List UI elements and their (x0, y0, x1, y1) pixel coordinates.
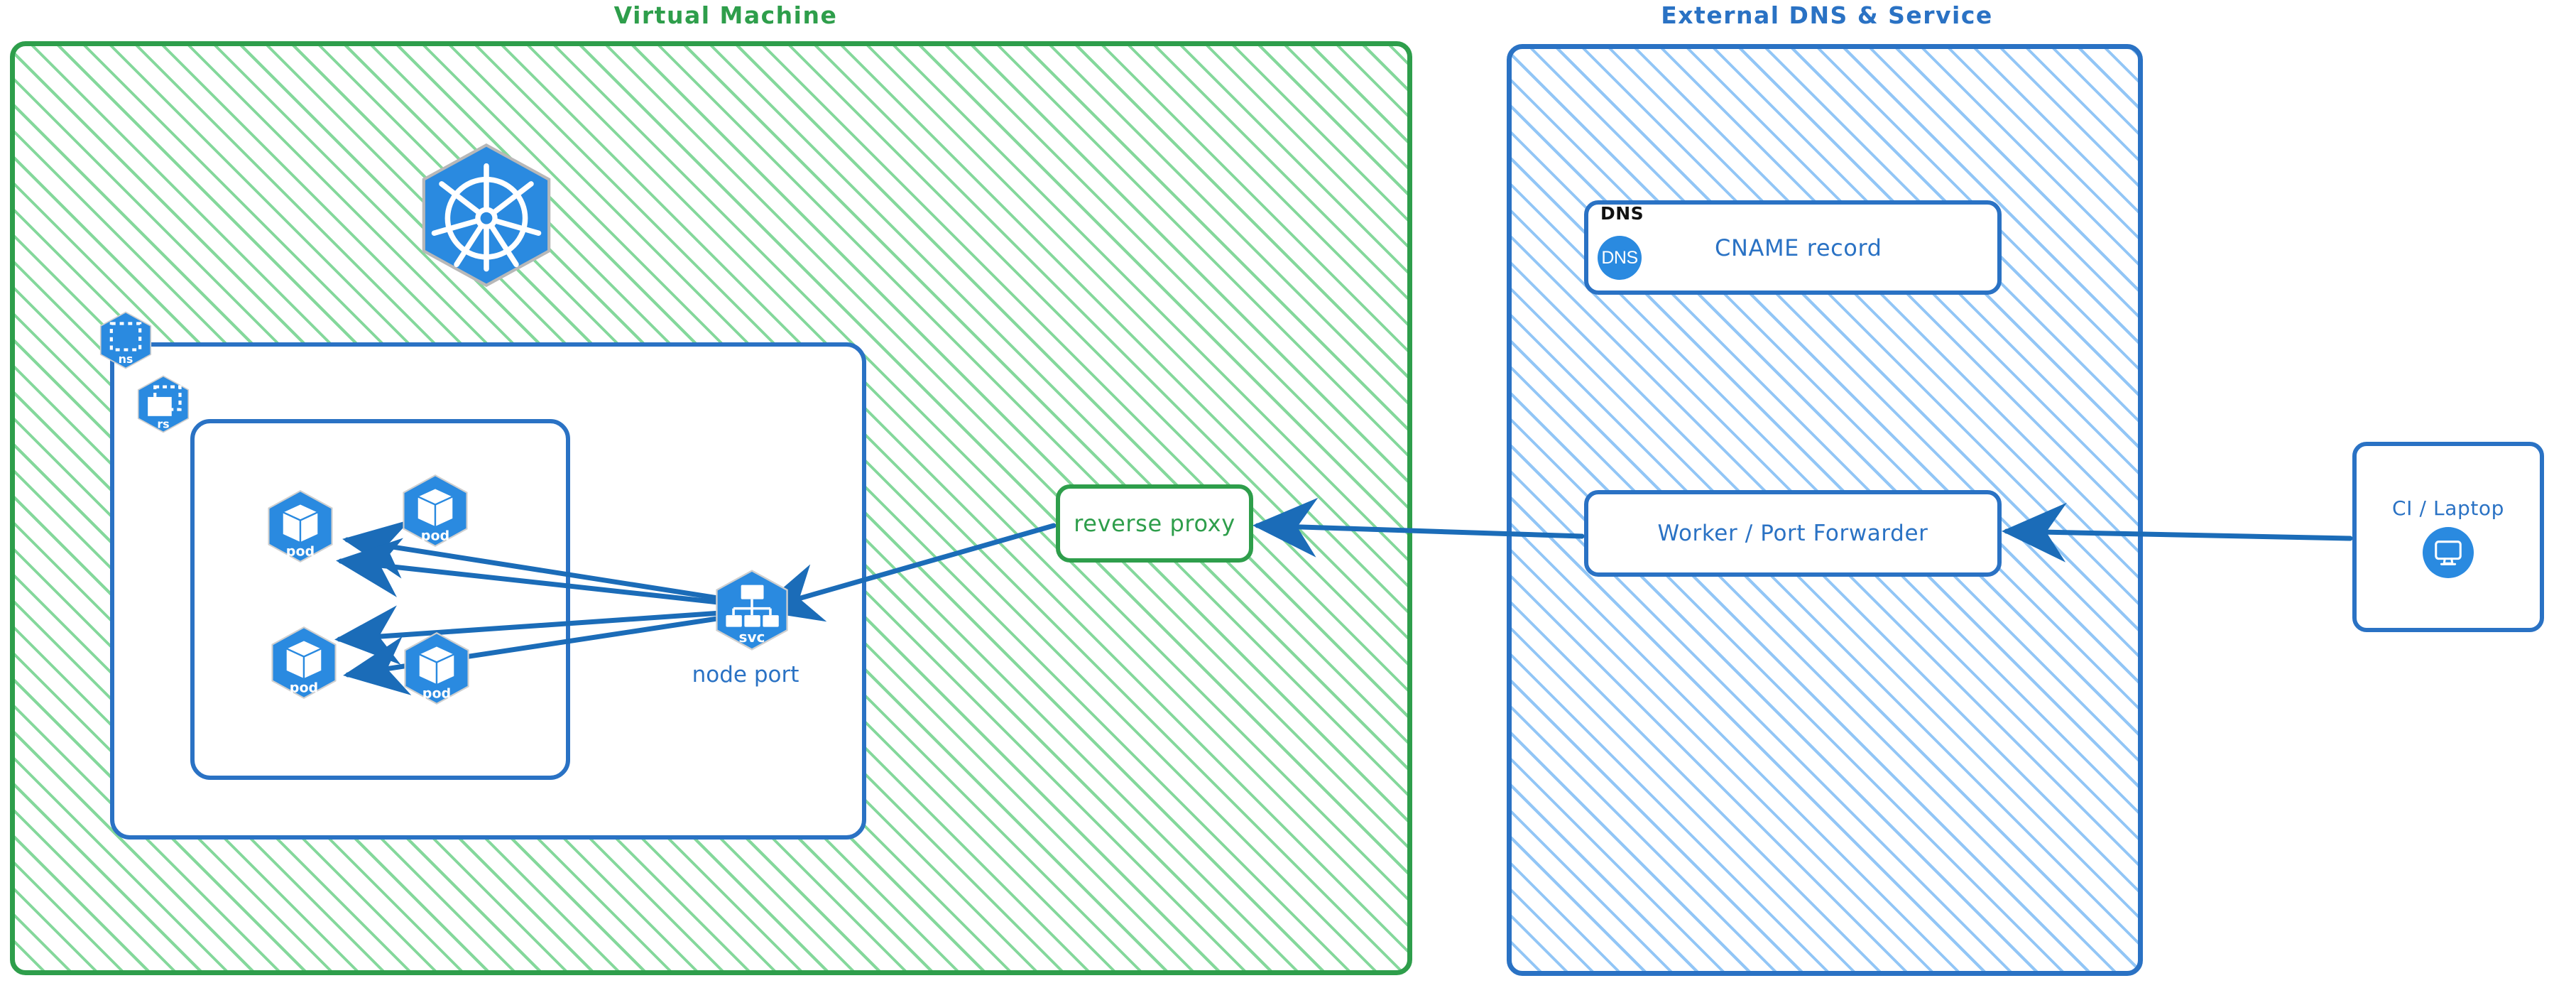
pod-icon-2: pod (398, 473, 473, 551)
reverse-proxy-label: reverse proxy (1074, 510, 1235, 537)
replicaset-badge-label: rs (157, 418, 169, 431)
namespace-badge-label: ns (119, 352, 133, 366)
zone-virtual-machine-title: Virtual Machine (613, 1, 838, 29)
reverse-proxy-box[interactable]: reverse proxy (1056, 484, 1253, 563)
dns-tag-label: DNS (1600, 203, 1644, 224)
worker-port-forwarder-box[interactable]: Worker / Port Forwarder (1584, 490, 2002, 577)
replicaset-icon: rs (133, 374, 193, 437)
pod-label-3: pod (290, 680, 318, 695)
pod-label-2: pod (421, 528, 449, 543)
node-port-caption: node port (692, 662, 799, 688)
pod-icon-1: pod (263, 489, 338, 567)
zone-external-dns-service-title: External DNS & Service (1661, 1, 1993, 29)
ci-laptop-label: CI / Laptop (2391, 496, 2505, 520)
service-badge-label: svc (739, 629, 765, 646)
service-icon: svc (710, 568, 794, 655)
dns-record-box[interactable]: CNAME record (1584, 200, 2002, 295)
pod-icon-4: pod (399, 631, 474, 709)
namespace-icon: ns (96, 310, 155, 373)
pod-icon-3: pod (266, 625, 342, 703)
cname-record-label: CNAME record (1715, 234, 1882, 261)
replicaset-panel (190, 419, 570, 780)
dns-icon: DNS (1598, 236, 1642, 280)
kubernetes-logo-icon (412, 141, 561, 293)
pod-label-4: pod (422, 685, 451, 701)
ci-laptop-box[interactable]: CI / Laptop (2352, 442, 2544, 632)
monitor-icon (2423, 526, 2474, 578)
worker-port-forwarder-label: Worker / Port Forwarder (1657, 521, 1928, 546)
pod-label-1: pod (286, 543, 315, 559)
